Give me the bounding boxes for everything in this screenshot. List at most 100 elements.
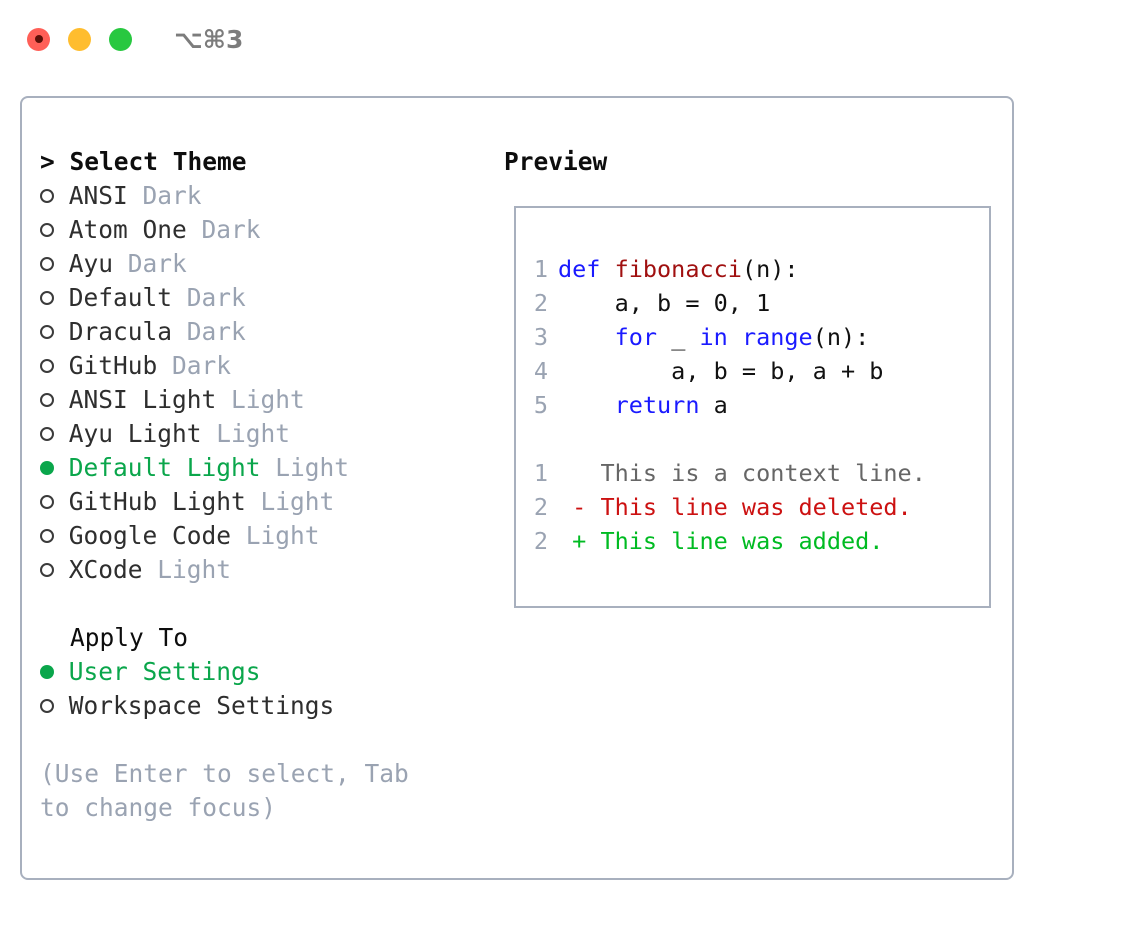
radio-unselected-icon[interactable] [40, 383, 54, 417]
theme-category-tag: Dark [172, 351, 232, 380]
theme-name: Ayu Light [68, 419, 202, 448]
maximize-button[interactable] [109, 27, 132, 51]
list-spacer [40, 587, 492, 621]
diff-line: 2 - This line was deleted. [516, 490, 989, 524]
theme-name: XCode [68, 555, 143, 584]
theme-list-item[interactable]: GitHub Dark [40, 349, 492, 383]
radio-unselected-icon[interactable] [40, 349, 54, 383]
theme-category-tag: Light [157, 555, 232, 584]
radio-unselected-icon[interactable] [40, 485, 54, 519]
main-panel: > Select Theme ANSI Dark Atom One Dark A… [20, 96, 1014, 880]
apply-to-item[interactable]: Workspace Settings [40, 689, 492, 723]
code-token: a, b = 0, 1 [558, 289, 771, 317]
theme-list-item[interactable]: ANSI Light Light [40, 383, 492, 417]
theme-category-tag: Light [260, 487, 335, 516]
select-theme-header: > Select Theme [40, 147, 247, 176]
line-number: 3 [533, 323, 548, 351]
theme-list-item[interactable]: XCode Light [40, 553, 492, 587]
theme-list-item[interactable]: Ayu Dark [40, 247, 492, 281]
theme-category-tag: Dark [186, 283, 246, 312]
code-token: range [741, 323, 813, 351]
theme-name: ANSI [68, 181, 128, 210]
theme-name: Default Light [68, 453, 261, 482]
close-button[interactable] [27, 27, 50, 51]
code-line: 5 return a [516, 388, 989, 422]
theme-list-item[interactable]: Atom One Dark [40, 213, 492, 247]
theme-category-tag: Dark [127, 249, 187, 278]
radio-unselected-icon[interactable] [40, 519, 54, 553]
theme-category-tag: Light [245, 521, 320, 550]
radio-unselected-icon[interactable] [40, 213, 54, 247]
theme-list-item[interactable]: Ayu Light Light [40, 417, 492, 451]
theme-category-tag: Dark [186, 317, 246, 346]
theme-name: GitHub [68, 351, 158, 380]
code-token [558, 391, 615, 419]
diff-line: 2 + This line was added. [516, 524, 989, 558]
apply-to-item[interactable]: User Settings [40, 655, 492, 689]
theme-category-tag: Light [231, 385, 305, 414]
theme-name: Ayu [68, 249, 114, 278]
code-token: in [699, 323, 728, 351]
code-token: _ [657, 323, 700, 351]
radio-unselected-icon[interactable] [40, 315, 54, 349]
keyboard-hint-text: (Use Enter to select, Tab to change focu… [40, 759, 409, 822]
code-diff-separator [516, 422, 989, 456]
line-number: 4 [533, 357, 548, 385]
line-number: 2 [533, 289, 548, 317]
apply-to-list[interactable]: User Settings Workspace Settings [40, 655, 492, 723]
titlebar: ⌥⌘3 [0, 0, 1140, 78]
code-token: - This line was deleted. [558, 493, 912, 521]
code-token: return [614, 391, 700, 419]
apply-to-label: Workspace Settings [68, 691, 335, 720]
theme-name: Atom One [68, 215, 187, 244]
radio-unselected-icon[interactable] [40, 179, 54, 213]
theme-name: Dracula [68, 317, 173, 346]
radio-selected-icon[interactable] [40, 655, 54, 689]
theme-list-item[interactable]: GitHub Light Light [40, 485, 492, 519]
code-token: This is a context line. [558, 459, 926, 487]
line-number: 2 [533, 493, 548, 521]
radio-unselected-icon[interactable] [40, 689, 54, 723]
code-token: def [558, 255, 615, 283]
theme-list-item[interactable]: Google Code Light [40, 519, 492, 553]
theme-category-tag: Light [216, 419, 291, 448]
line-number: 5 [533, 391, 548, 419]
code-token: (n): [812, 323, 870, 351]
theme-list-item[interactable]: ANSI Dark [40, 179, 492, 213]
keyboard-shortcut-label: ⌥⌘3 [174, 24, 244, 54]
radio-unselected-icon[interactable] [40, 553, 54, 587]
apply-to-label: User Settings [68, 657, 261, 686]
line-number: 2 [533, 527, 548, 555]
theme-list[interactable]: ANSI Dark Atom One Dark Ayu Dark Default… [40, 179, 492, 587]
theme-list-item[interactable]: Default Light Light [40, 451, 492, 485]
code-token: + This line was added. [558, 527, 884, 555]
traffic-lights [27, 27, 132, 51]
theme-selection-column: > Select Theme ANSI Dark Atom One Dark A… [22, 98, 492, 878]
radio-unselected-icon[interactable] [40, 281, 54, 315]
theme-name: ANSI Light [68, 385, 217, 414]
apply-to-header: Apply To [70, 623, 189, 652]
theme-category-tag: Dark [201, 215, 261, 244]
code-token: a [699, 391, 728, 419]
radio-unselected-icon[interactable] [40, 247, 54, 281]
code-token: (n): [741, 255, 799, 283]
theme-list-item[interactable]: Default Dark [40, 281, 492, 315]
code-line: 3 for _ in range(n): [516, 320, 989, 354]
theme-list-item[interactable]: Dracula Dark [40, 315, 492, 349]
radio-unselected-icon[interactable] [40, 417, 54, 451]
code-token [728, 323, 742, 351]
diff-sample: 1 This is a context line.2 - This line w… [516, 456, 989, 558]
minimize-button[interactable] [68, 27, 91, 51]
line-number: 1 [533, 255, 548, 283]
theme-category-tag: Light [275, 453, 350, 482]
code-token: a, b = b, a + b [558, 357, 884, 385]
radio-selected-icon[interactable] [40, 451, 54, 485]
diff-line: 1 This is a context line. [516, 456, 989, 490]
code-token: for [614, 323, 658, 351]
theme-name: Default [68, 283, 173, 312]
theme-category-tag: Dark [142, 181, 202, 210]
